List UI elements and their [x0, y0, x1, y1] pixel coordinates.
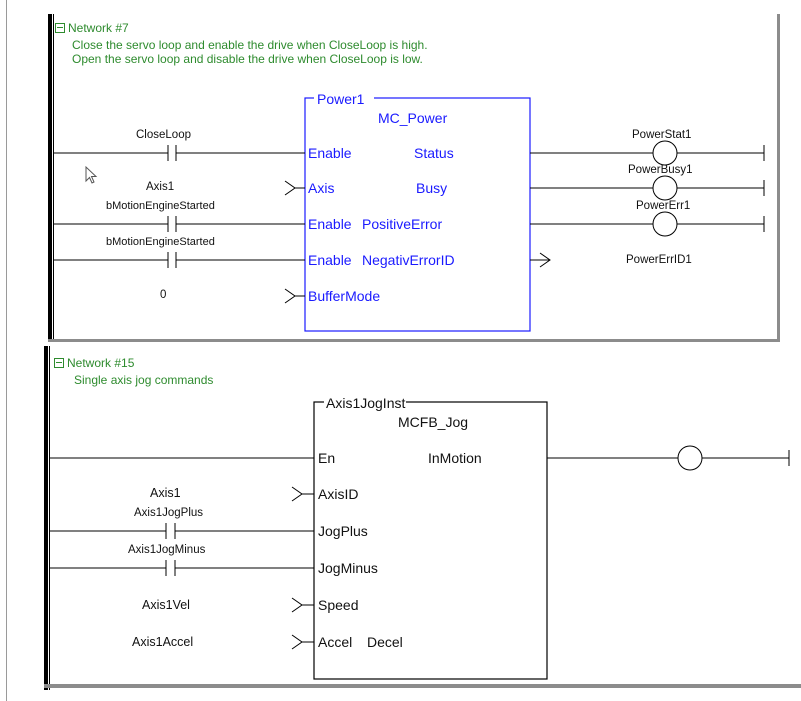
coil [677, 445, 703, 471]
block-type: MC_Power [378, 110, 448, 126]
contact-variable[interactable]: Axis1JogPlus [134, 507, 204, 519]
block-input-jogminus: JogMinus [318, 560, 378, 576]
output-connector [539, 252, 551, 268]
rung-left-rail-inner [49, 346, 50, 690]
instance-name-bg [324, 396, 406, 408]
mouse-cursor-icon [85, 165, 98, 184]
network-title-text: Network #7 [68, 21, 129, 35]
accel-variable[interactable]: Axis1Accel [132, 635, 194, 649]
instance-name[interactable]: Axis1JogInst [326, 395, 406, 411]
block-output-negativerrorid: NegativErrorID [362, 252, 455, 268]
rung-left-rail-inner [53, 14, 54, 342]
block-input-accel: Accel [318, 634, 353, 650]
block-input-speed: Speed [318, 597, 359, 613]
contact-variable[interactable]: bMotionEngineStarted [106, 236, 215, 248]
network-7-diagram [54, 92, 765, 332]
collapse-toggle-icon[interactable] [55, 23, 65, 33]
block-output-inmotion: InMotion [428, 450, 482, 466]
buffermode-value[interactable]: 0 [160, 289, 167, 301]
comment-line-1: Close the servo loop and enable the driv… [72, 38, 428, 52]
input-connector [291, 597, 303, 613]
block-input-jogplus: JogPlus [318, 523, 368, 539]
input-connector [284, 180, 296, 196]
panel-shadow-bottom [44, 684, 801, 688]
rung-left-rail [48, 14, 52, 342]
collapse-toggle-icon[interactable] [54, 358, 64, 368]
axis-variable[interactable]: Axis1 [146, 181, 175, 193]
panel-shadow-right [777, 14, 780, 342]
input-connector [291, 634, 303, 650]
network-panel-7[interactable]: Network #7 Close the servo loop and enab… [48, 14, 780, 342]
block-input-axis: Axis [308, 180, 335, 196]
coil-variable[interactable]: PowerBusy1 [628, 164, 693, 176]
network-15-diagram [50, 396, 790, 680]
instance-name-bg [314, 92, 374, 104]
function-block-frame [313, 401, 548, 680]
coil [652, 175, 678, 201]
coil-variable[interactable]: PowerStat1 [632, 129, 692, 141]
output-variable[interactable]: PowerErrID1 [626, 254, 692, 266]
network-panel-15[interactable]: Network #15 Single axis jog commands [44, 346, 801, 690]
left-guide-line [6, 0, 7, 701]
input-connector [291, 486, 303, 502]
block-input-en: En [318, 450, 336, 466]
block-input-decel: Decel [367, 634, 403, 650]
block-input-enable-2: Enable [308, 216, 352, 232]
network-comment: Close the servo loop and enable the driv… [72, 38, 428, 66]
function-block-frame [304, 97, 531, 332]
block-output-status: Status [414, 145, 454, 161]
contact-variable[interactable]: bMotionEngineStarted [106, 200, 215, 212]
network-title[interactable]: Network #7 [55, 22, 129, 35]
comment-line-2: Open the servo loop and disable the driv… [72, 52, 423, 66]
coil [652, 211, 678, 237]
contact-variable[interactable]: Axis1JogMinus [128, 544, 206, 556]
network-title-text: Network #15 [67, 356, 135, 370]
network-title[interactable]: Network #15 [54, 357, 134, 370]
block-input-axisid: AxisID [318, 486, 359, 502]
network-comment: Single axis jog commands [74, 373, 213, 387]
axis-variable[interactable]: Axis1 [150, 486, 181, 500]
coil [652, 140, 678, 166]
comment-line-1: Single axis jog commands [74, 373, 214, 387]
block-type: MCFB_Jog [398, 414, 469, 430]
coil-variable[interactable]: PowerErr1 [636, 200, 691, 212]
instance-name[interactable]: Power1 [317, 91, 365, 107]
block-input-enable: Enable [308, 145, 352, 161]
block-output-busy: Busy [416, 180, 448, 196]
block-input-enable-3: Enable [308, 252, 352, 268]
block-input-buffermode: BufferMode [308, 288, 381, 304]
panel-shadow-bottom [48, 339, 780, 342]
speed-variable[interactable]: Axis1Vel [142, 598, 190, 612]
input-connector [284, 288, 296, 304]
contact-variable[interactable]: CloseLoop [136, 129, 191, 141]
rung-left-rail [44, 346, 48, 690]
block-output-positiveerror: PositiveError [362, 216, 443, 232]
